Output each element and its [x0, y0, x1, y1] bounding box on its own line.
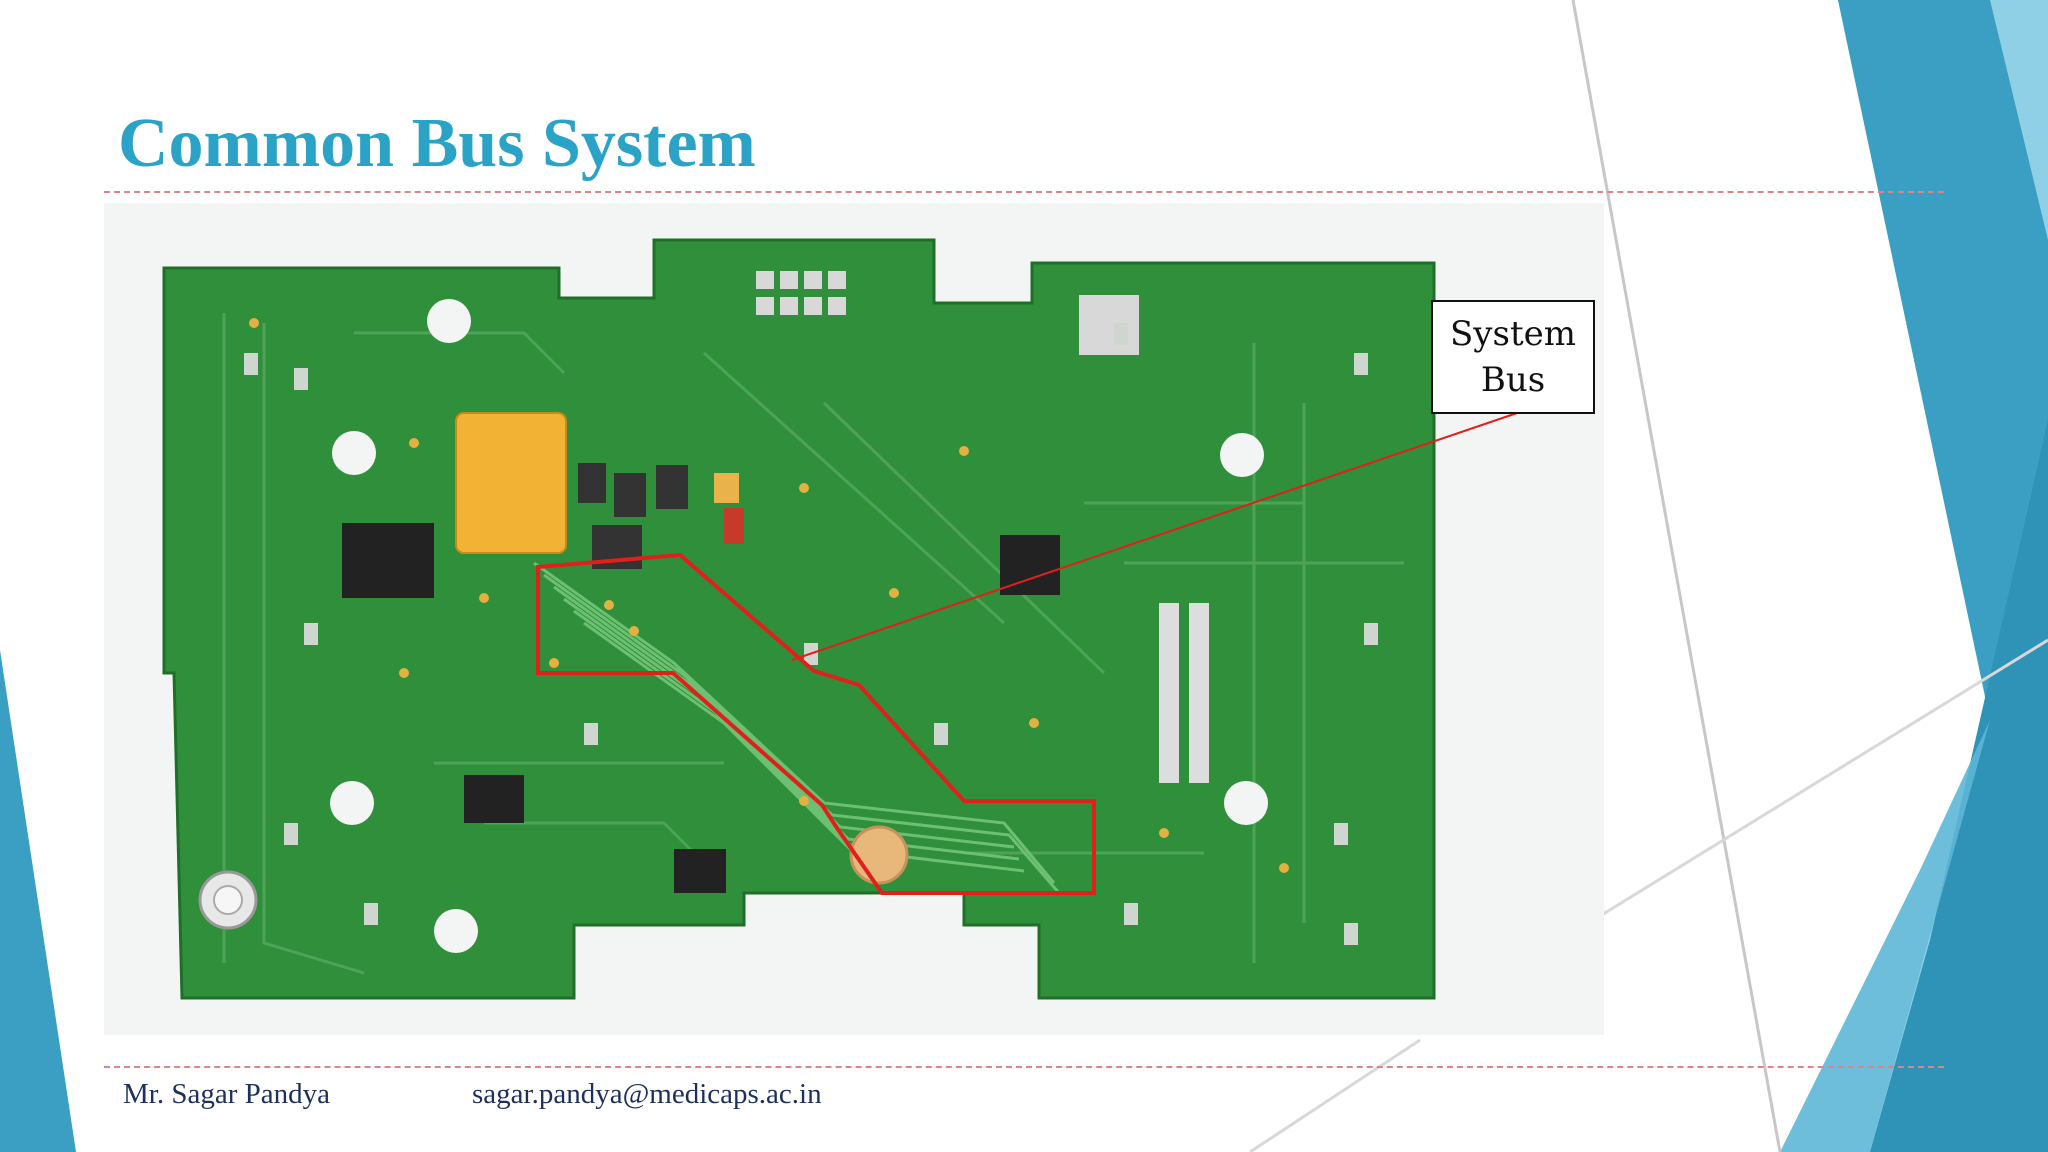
- callout-line-1: System: [1450, 314, 1576, 354]
- footer-author: Mr. Sagar Pandya: [123, 1078, 330, 1110]
- bottom-divider: [104, 1066, 1944, 1068]
- footer-email[interactable]: sagar.pandya@medicaps.ac.in: [472, 1078, 822, 1110]
- circuit-board-image: [162, 238, 1436, 1000]
- pcb-photo: [104, 203, 1604, 1035]
- system-bus-callout: System Bus: [1431, 300, 1595, 414]
- top-divider: [104, 191, 1944, 193]
- callout-line-2: Bus: [1480, 360, 1546, 400]
- slide-title: Common Bus System: [118, 105, 756, 182]
